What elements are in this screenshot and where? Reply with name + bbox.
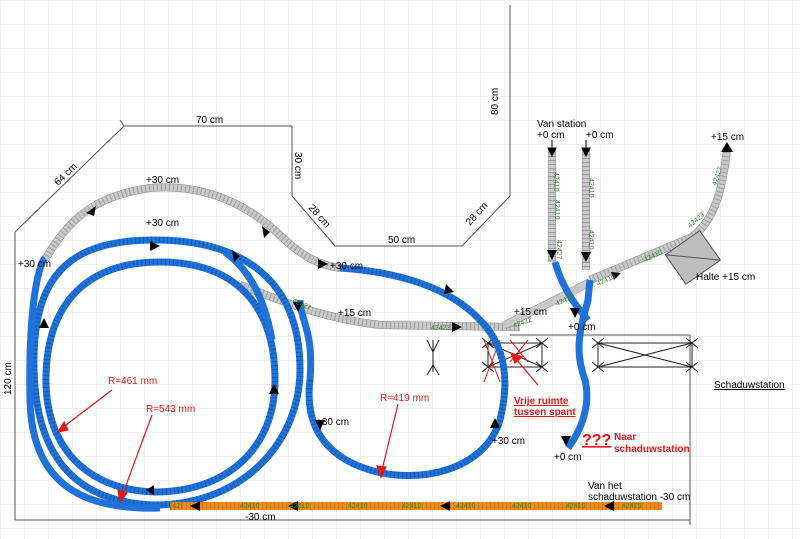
label-level: +0 cm: [537, 130, 565, 141]
label-radius-419: R=419 mm: [380, 393, 429, 404]
code: 42410: [240, 503, 260, 510]
label-naar: Naar: [614, 432, 636, 443]
code: 42410: [456, 503, 476, 510]
label-level: +30 cm: [146, 218, 179, 229]
station-pointers: [547, 140, 591, 158]
dimension-50: 50 cm: [388, 235, 415, 246]
dimension-70: 70 cm: [196, 115, 223, 126]
label-question-marks: ???: [582, 432, 611, 449]
label-vrije-ruimte: Vrije ruimte: [514, 396, 569, 407]
label-halte: Halte +15 cm: [696, 272, 755, 283]
code: 42410: [566, 503, 586, 510]
truss-right: [591, 337, 699, 373]
blue-tracks: [26, 236, 594, 512]
label-level: +0 cm: [554, 452, 582, 463]
label-level: +30 cm: [492, 436, 525, 447]
code: 42410: [290, 503, 310, 510]
labels: 70 cm 64 cm 30 cm 80 cm 28 cm 50 cm 28 c…: [3, 88, 785, 523]
halte-building: [664, 229, 722, 285]
label-level: +15 cm: [711, 132, 744, 143]
label-schaduwstation: Schaduwstation: [714, 380, 785, 391]
code: 42410: [553, 200, 560, 220]
code: 42410: [348, 503, 368, 510]
dimension-30: 30 cm: [292, 152, 303, 179]
label-level: +15 cm: [514, 307, 547, 318]
label-van-het-schaduwstation: schaduwstation -30 cm: [588, 492, 690, 503]
code: 42410: [587, 230, 594, 250]
label-radius-543: R=543 mm: [146, 404, 195, 415]
dimension-120: 120 cm: [3, 362, 14, 395]
code: 42410: [622, 503, 642, 510]
label-level: +30 cm: [146, 175, 179, 186]
code: 42410: [512, 503, 532, 510]
label-radius-461: R=461 mm: [108, 376, 157, 387]
code: (42): [170, 503, 182, 510]
direction-arrows: [39, 142, 733, 511]
dimension-80: 80 cm: [490, 88, 501, 115]
label-level: +0 cm: [568, 322, 596, 333]
code: 42410: [587, 178, 594, 198]
label-level: +30 cm: [316, 417, 349, 428]
label-level: +30 cm: [18, 259, 51, 270]
radius-pointers: [56, 351, 539, 504]
code: 42410: [552, 172, 559, 192]
label-naar-schaduwstation: schaduwstation: [614, 444, 690, 455]
room-outline: [14, 5, 511, 247]
label-level: +15 cm: [338, 308, 371, 319]
label-van-station: Van station: [537, 119, 586, 130]
label-level: +0 cm: [586, 130, 614, 141]
code: 42427: [555, 240, 562, 260]
label-level: +30 cm: [330, 261, 363, 272]
code: 42423: [431, 325, 451, 332]
truss-left: [426, 339, 440, 376]
label-tussen-spant: tussen spant: [514, 407, 576, 418]
dim-tick: [119, 119, 125, 127]
label-van-het: Van het: [588, 481, 622, 492]
code: 42410: [402, 503, 422, 510]
label-minus-30: -30 cm: [245, 512, 276, 523]
